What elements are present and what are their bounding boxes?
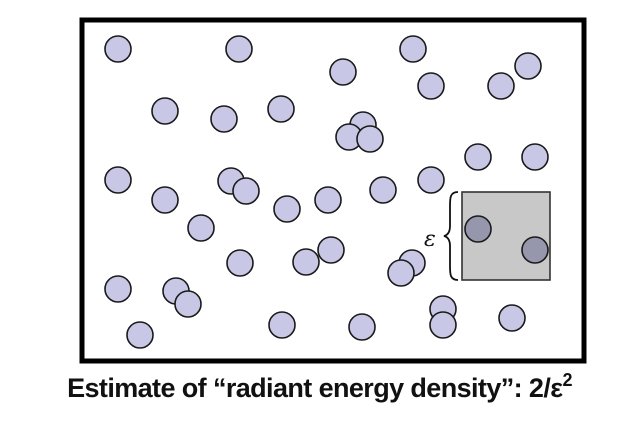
particle xyxy=(174,290,202,318)
particle xyxy=(356,125,384,153)
particle xyxy=(210,105,238,133)
particle-layer xyxy=(104,35,549,349)
caption-text: Estimate of “radiant energy density”: 2/… xyxy=(67,373,563,403)
domain-frame xyxy=(79,17,587,364)
caption-exponent: 2 xyxy=(562,370,572,390)
density-estimate-caption: Estimate of “radiant energy density”: 2/… xyxy=(0,370,639,404)
particle xyxy=(487,72,515,100)
particle xyxy=(126,321,154,349)
particle xyxy=(387,259,415,287)
particle xyxy=(232,177,260,205)
particle-in-region xyxy=(464,215,492,243)
particle xyxy=(104,35,132,63)
epsilon-label: ε xyxy=(424,227,436,252)
particle xyxy=(151,97,179,125)
particle xyxy=(417,72,445,100)
particle xyxy=(317,236,345,264)
particle xyxy=(417,166,445,194)
particles-in-region xyxy=(464,215,549,264)
epsilon-brace xyxy=(443,191,459,281)
particle xyxy=(267,95,295,123)
particle xyxy=(273,195,301,223)
particle xyxy=(104,166,132,194)
particle xyxy=(268,311,296,339)
particle xyxy=(226,249,254,277)
particle xyxy=(514,52,542,80)
particle xyxy=(292,248,320,276)
particle xyxy=(225,35,253,63)
particle xyxy=(151,186,179,214)
particle xyxy=(369,176,397,204)
particle xyxy=(464,143,492,171)
particle xyxy=(348,313,376,341)
particle xyxy=(187,214,215,242)
particle xyxy=(329,58,357,86)
particle-in-region xyxy=(521,236,549,264)
particle xyxy=(104,275,132,303)
particle xyxy=(521,143,549,171)
particle xyxy=(429,311,457,339)
particle xyxy=(399,35,427,63)
particle xyxy=(314,186,342,214)
particle xyxy=(498,304,526,332)
